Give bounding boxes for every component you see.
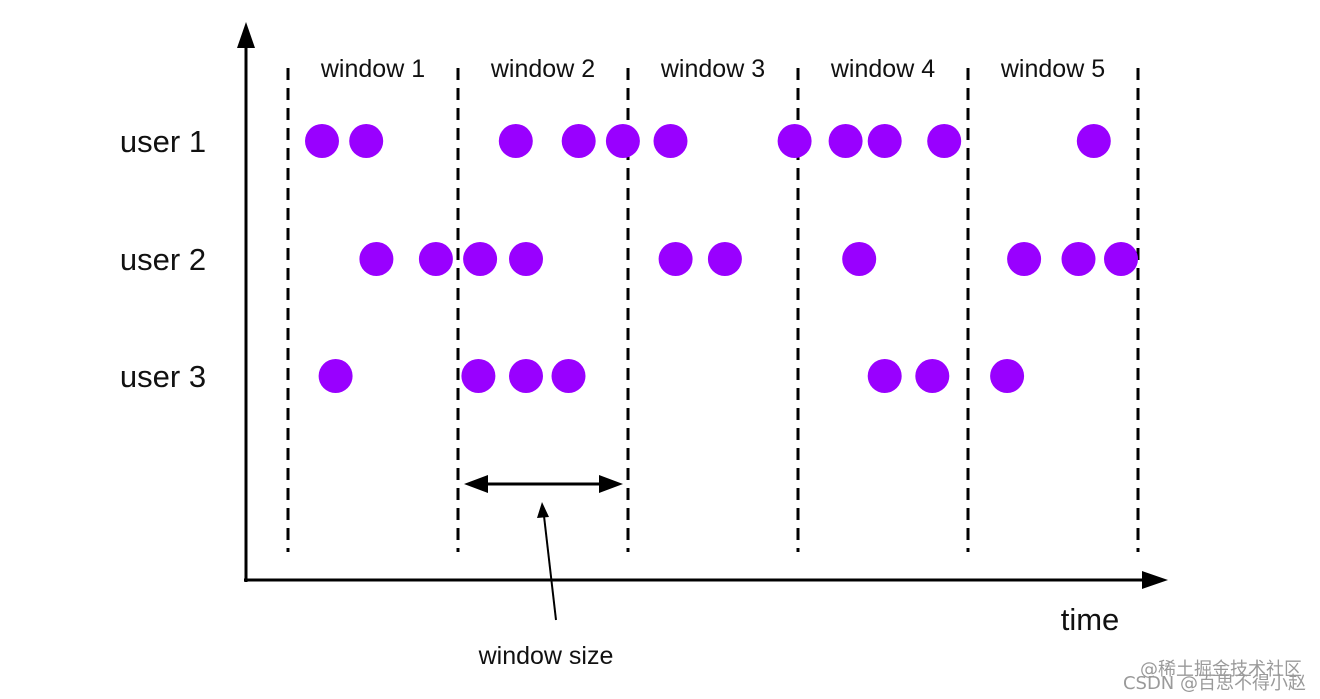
event-dot bbox=[498, 124, 533, 158]
event-dot bbox=[1076, 124, 1111, 158]
time-axis-label: time bbox=[1061, 602, 1120, 637]
event-dot bbox=[318, 359, 353, 393]
window-size-pointer bbox=[543, 515, 557, 621]
window-size-indicator: window size bbox=[464, 475, 623, 670]
watermark-line1: @稀土掘金技术社区 bbox=[1140, 659, 1302, 680]
event-dot bbox=[777, 124, 812, 158]
window-label: window 5 bbox=[1000, 55, 1105, 83]
window-labels: window 1 window 2 window 3 window 4 window 5 bbox=[320, 55, 1105, 83]
user-label: user 2 bbox=[120, 242, 206, 277]
event-dot bbox=[349, 124, 384, 158]
event-dot bbox=[1007, 242, 1042, 276]
window-label: window 1 bbox=[320, 55, 425, 83]
double-arrow-right-icon bbox=[599, 475, 623, 493]
window-label: window 2 bbox=[490, 55, 595, 83]
event-dot bbox=[463, 242, 498, 276]
window-label: window 3 bbox=[660, 55, 765, 83]
pointer-arrow-icon bbox=[537, 502, 549, 518]
event-dot bbox=[509, 242, 543, 276]
event-dot bbox=[461, 359, 496, 393]
double-arrow-left-icon bbox=[464, 475, 488, 493]
event-dot bbox=[842, 242, 877, 276]
window-boundaries bbox=[286, 68, 1140, 552]
y-axis-arrow-icon bbox=[237, 22, 255, 48]
user-label: user 1 bbox=[120, 124, 206, 159]
event-dot bbox=[359, 242, 394, 276]
event-dot bbox=[828, 124, 863, 158]
event-dot bbox=[551, 359, 586, 393]
event-dot bbox=[707, 242, 742, 276]
event-dot bbox=[561, 124, 596, 158]
event-dot bbox=[1104, 242, 1138, 276]
event-dot bbox=[653, 124, 688, 158]
event-dot bbox=[1061, 242, 1096, 276]
watermark-line2: CSDN @百思不得小赵 bbox=[1123, 673, 1306, 694]
event-dot bbox=[305, 124, 339, 158]
event-dot bbox=[867, 359, 902, 393]
event-dot bbox=[927, 124, 962, 158]
event-dot bbox=[658, 242, 693, 276]
event-dot bbox=[418, 242, 453, 276]
event-dot bbox=[867, 124, 902, 158]
window-size-label: window size bbox=[478, 642, 614, 670]
event-dot bbox=[509, 359, 543, 393]
event-dots bbox=[305, 124, 1138, 393]
x-axis-arrow-icon bbox=[1142, 571, 1168, 589]
window-label: window 4 bbox=[830, 55, 935, 83]
event-dot bbox=[915, 359, 950, 393]
user-label: user 3 bbox=[120, 359, 206, 394]
user-labels: user 1 user 2 user 3 bbox=[120, 124, 206, 394]
event-dot bbox=[990, 359, 1025, 393]
event-dot bbox=[605, 124, 640, 158]
